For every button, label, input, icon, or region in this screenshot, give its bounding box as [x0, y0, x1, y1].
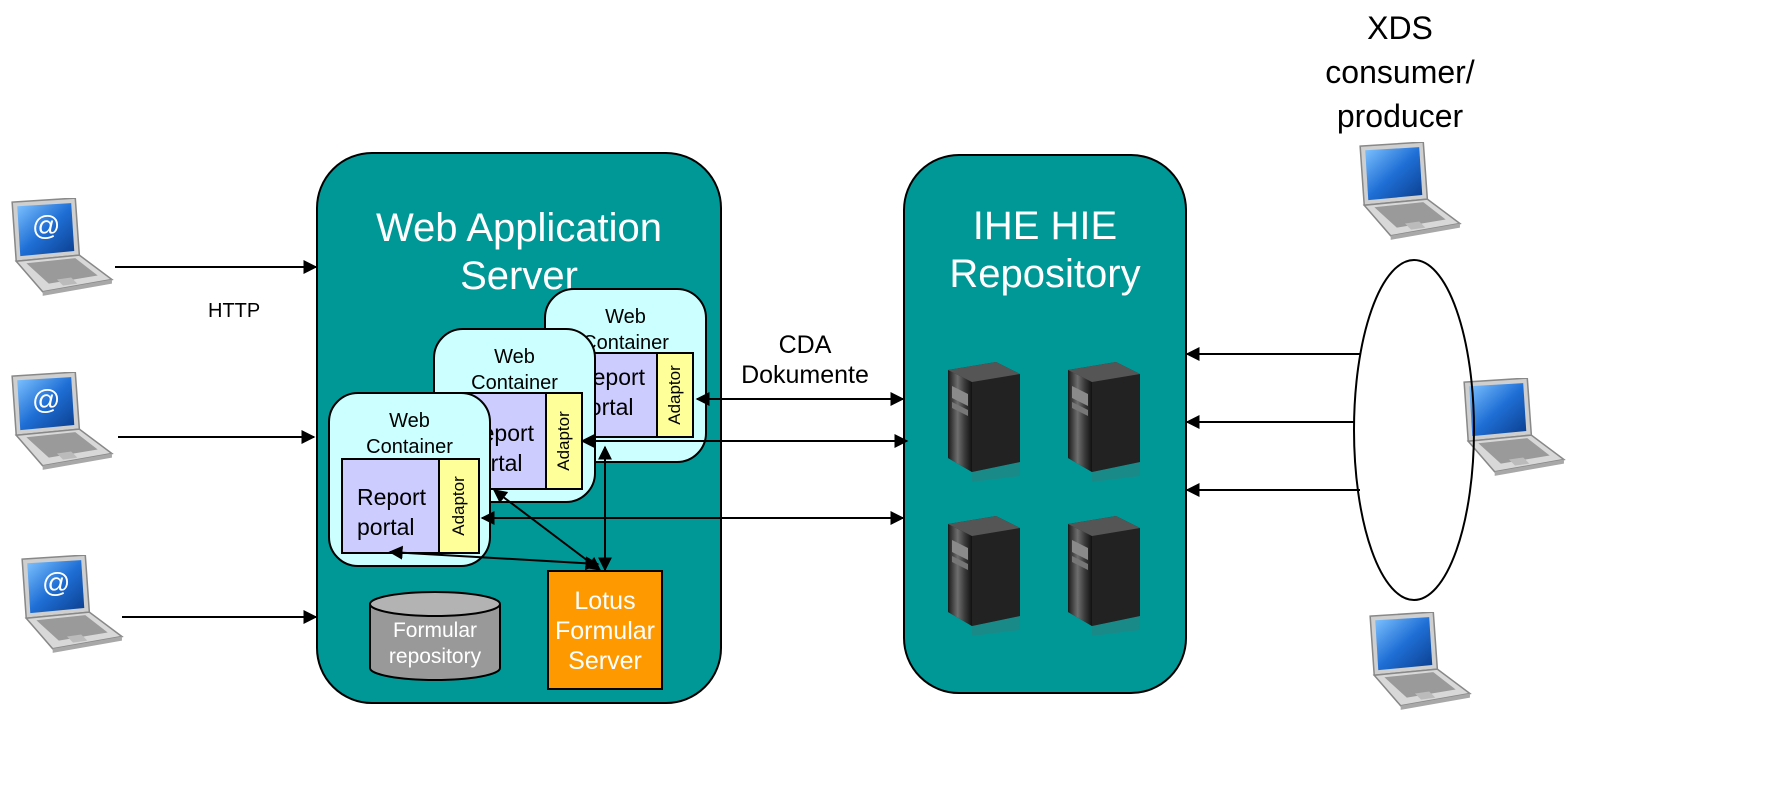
ihe-title-line1: IHE HIE [972, 204, 1118, 248]
web-container-title: Web Container [435, 344, 594, 396]
was-title: Web Application Server [318, 204, 720, 300]
report-portal-line1: Report [357, 484, 427, 510]
formular-repository-label: Formular repository [368, 618, 502, 670]
lotus-line3: Server [568, 647, 642, 675]
report-portal: Report portal [341, 458, 440, 554]
lotus-formular-server: Lotus Formular Server [547, 570, 663, 690]
xds-laptop-top[interactable] [1352, 142, 1464, 244]
server-tower-icon [944, 516, 1024, 636]
server-tower-icon [1064, 362, 1144, 482]
web-container-title-line1: Web [389, 410, 430, 432]
web-container-title-line2: Container [366, 436, 453, 458]
was-title-line2: Server [460, 254, 578, 298]
adaptor: Adaptor [438, 458, 480, 554]
xds-label: XDS consumer/ producer [1310, 6, 1490, 138]
web-container-title: Web Container [330, 408, 489, 460]
server-tower-icon [944, 362, 1024, 482]
http-label: HTTP [208, 300, 261, 322]
ihe-title: IHE HIE Repository [905, 202, 1185, 298]
cda-line2: Dokumente [741, 361, 869, 389]
lotus-line2: Formular [554, 617, 655, 645]
web-container-title-line2: Container [582, 332, 669, 354]
web-container-title-line2: Container [471, 372, 558, 394]
web-container-title: Web Container [546, 304, 705, 356]
email-icon: @ [32, 384, 61, 415]
cda-line1: CDA [778, 331, 832, 359]
adaptor-label: Adaptor [449, 476, 468, 536]
formular-repo-line1: Formular [392, 619, 477, 642]
xds-line1: XDS [1367, 10, 1433, 46]
server-tower-icon [1064, 516, 1144, 636]
xds-laptop-middle[interactable] [1456, 378, 1568, 480]
ihe-title-line2: Repository [949, 252, 1141, 296]
report-portal-line2: portal [357, 514, 415, 540]
email-icon: @ [32, 210, 61, 241]
web-container-title-line1: Web [494, 346, 535, 368]
xds-line3: producer [1336, 98, 1464, 134]
xds-laptop-bottom[interactable] [1362, 612, 1474, 714]
lotus-line1: Lotus [574, 587, 636, 615]
web-container-title-line1: Web [605, 306, 646, 328]
database-icon [369, 591, 501, 681]
adaptor: Adaptor [545, 392, 583, 490]
adaptor-label: Adaptor [554, 411, 573, 471]
adaptor: Adaptor [656, 352, 694, 438]
email-icon: @ [42, 567, 71, 598]
web-container-front: Web Container Report portal Adaptor [328, 392, 491, 567]
formular-repository-database: Formular repository [368, 590, 502, 682]
was-title-line1: Web Application [375, 206, 663, 250]
formular-repo-line2: repository [388, 645, 482, 668]
xds-line2: consumer/ [1325, 54, 1475, 90]
cda-label: CDA Dokumente [730, 330, 880, 390]
adaptor-label: Adaptor [665, 365, 684, 425]
